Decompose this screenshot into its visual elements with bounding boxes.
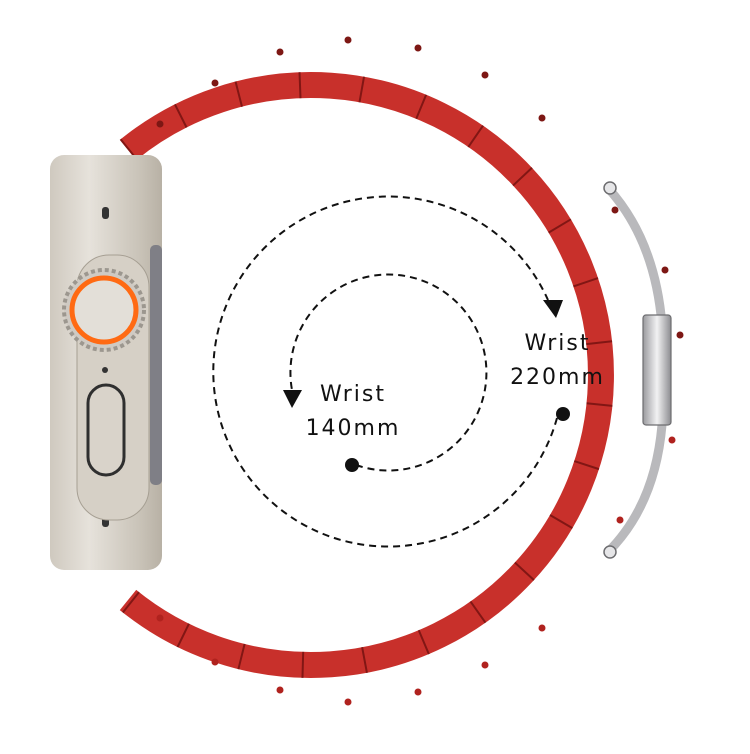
start-dot-icon <box>556 407 570 421</box>
butterfly-clasp <box>603 181 672 559</box>
size-label-title: Wrist <box>524 331 591 356</box>
arrowhead-icon <box>543 300 563 318</box>
band-links <box>119 36 684 706</box>
digital-crown <box>62 268 146 352</box>
watch-case <box>50 155 162 570</box>
size-label-value: 140mm <box>305 416 401 441</box>
size-label-value: 220mm <box>510 365 605 390</box>
size-label-220: Wrist 220mm <box>500 327 615 395</box>
size-arc-140 <box>283 273 488 472</box>
arrowhead-icon <box>283 390 302 408</box>
size-label-title: Wrist <box>319 382 386 407</box>
size-label-140: Wrist 140mm <box>298 378 408 446</box>
start-dot-icon <box>345 458 359 472</box>
size-arc-220 <box>212 195 570 548</box>
